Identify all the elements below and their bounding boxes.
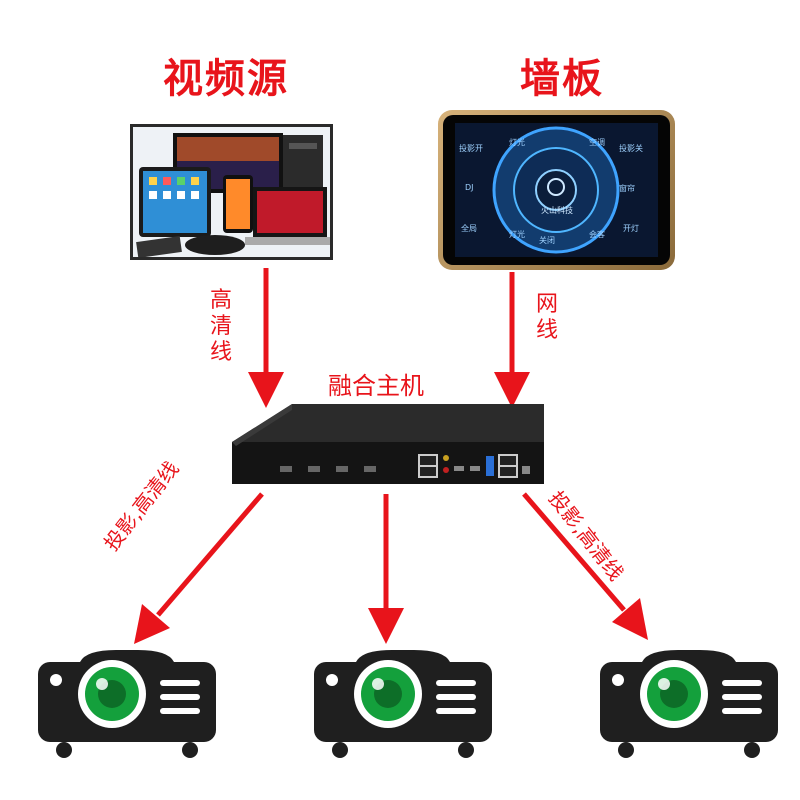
- panel-center-label: 火山科技: [541, 206, 573, 215]
- panel-item: 开灯: [623, 224, 639, 233]
- panel-item: 会客: [589, 230, 605, 239]
- fusion-host-device: [228, 400, 548, 492]
- panel-item: 关闭: [539, 236, 555, 245]
- panel-item: 窗帘: [619, 184, 635, 193]
- arrow-network-to-host: [494, 272, 530, 408]
- projector-right: [598, 648, 780, 760]
- panel-item: 灯光: [509, 230, 525, 239]
- projector-left: [36, 648, 218, 760]
- wall-panel-title: 墙板: [520, 56, 604, 102]
- hdmi-cable-label: 高 清 线: [208, 288, 234, 366]
- projector-middle: [312, 648, 494, 760]
- arrow-host-to-projector-middle: [368, 494, 404, 644]
- network-cable-label: 网 线: [534, 292, 560, 344]
- panel-item: 灯光: [509, 138, 525, 147]
- wall-panel-device: 投影开 灯光 投影关 DJ 空调 窗帘 全局 灯光 关闭 会客 开灯 火山科技: [438, 110, 675, 270]
- panel-item: 投影关: [619, 144, 643, 153]
- arrow-hdmi-to-host: [248, 268, 284, 408]
- panel-item: 投影开: [459, 144, 483, 153]
- video-source-title: 视频源: [163, 56, 289, 102]
- label-char: 线: [209, 340, 232, 365]
- video-source-image: [130, 124, 333, 260]
- panel-item: DJ: [465, 183, 474, 192]
- panel-item: 空调: [589, 138, 605, 147]
- label-char: 高: [209, 288, 232, 313]
- host-label: 融合主机: [328, 372, 424, 400]
- arrow-host-to-projector-left: [134, 492, 264, 644]
- label-char: 清: [209, 314, 232, 339]
- label-char: 线: [535, 318, 558, 343]
- panel-item: 全局: [461, 224, 477, 233]
- arrow-host-to-projector-right: [522, 492, 648, 640]
- label-char: 网: [535, 292, 558, 317]
